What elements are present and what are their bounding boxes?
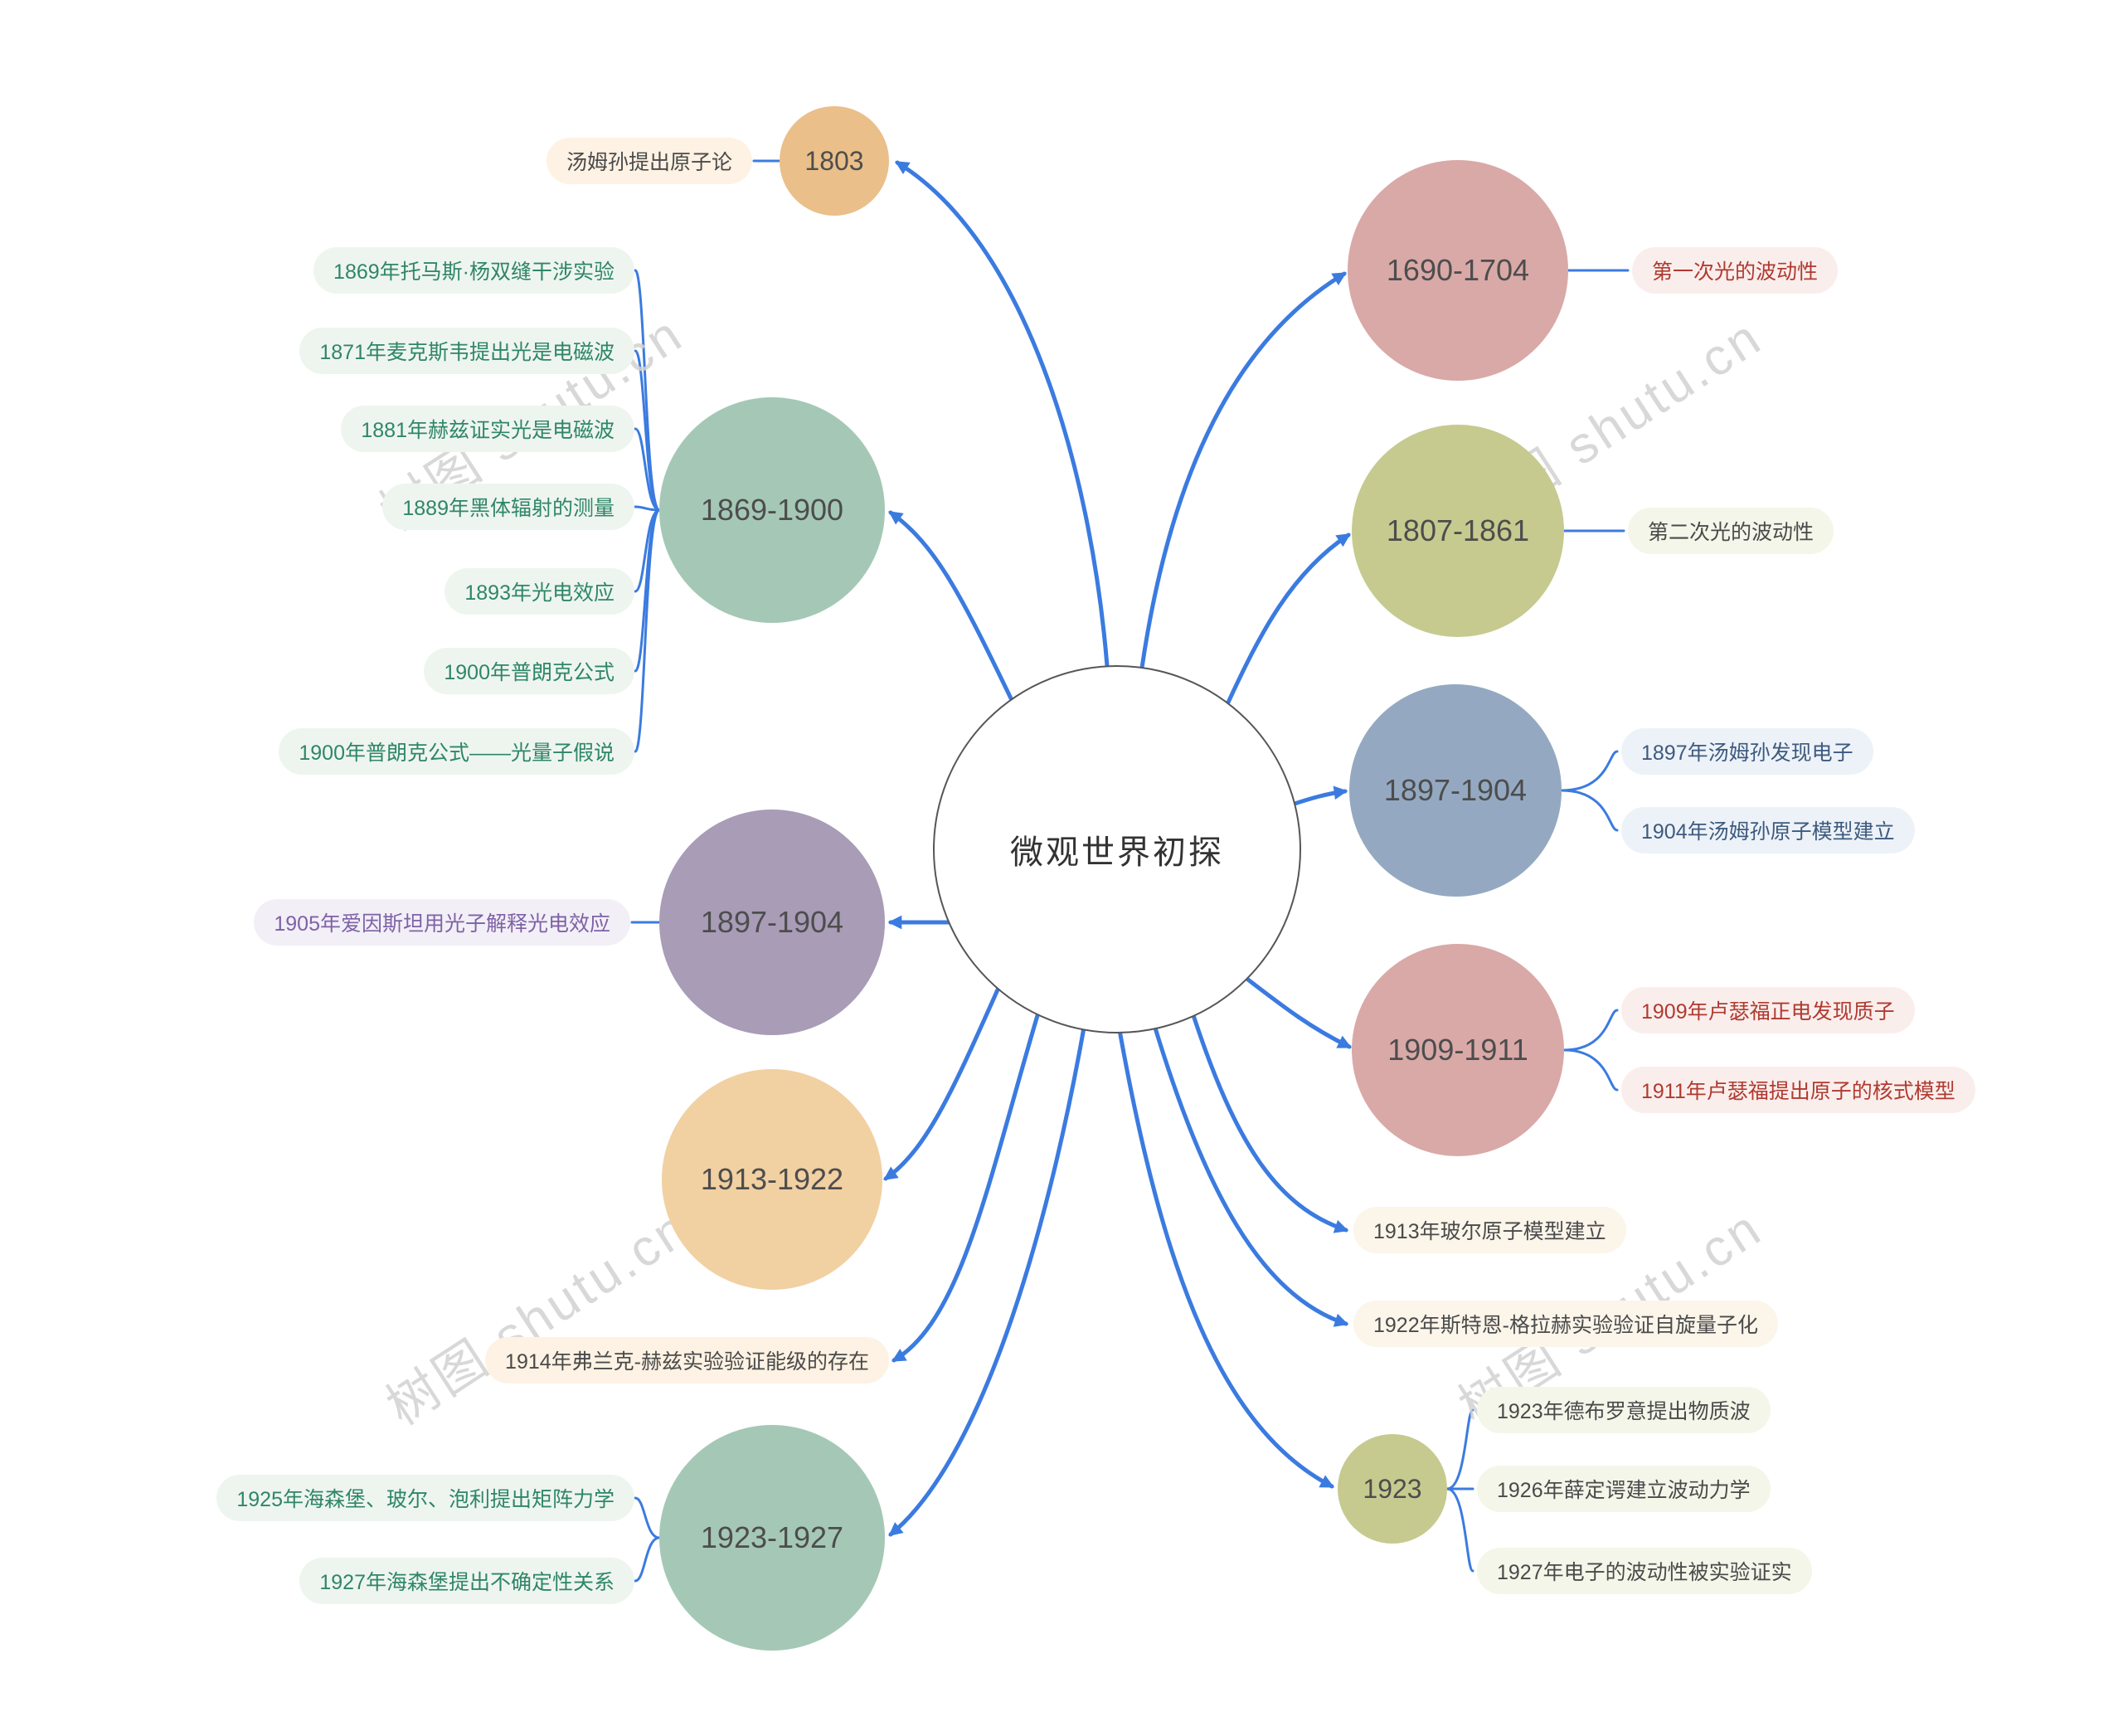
label-uncertainty-1927[interactable]: 1927年海森堡提出不确定性关系 xyxy=(299,1558,634,1604)
edge-1897R-child-model xyxy=(1560,789,1619,832)
central-topic[interactable]: 微观世界初探 xyxy=(933,665,1301,1033)
edge-center-to-1923 xyxy=(1117,1028,1334,1489)
edge-1869-child-hertz xyxy=(634,427,661,512)
label-franck-hertz-1914[interactable]: 1914年弗兰克-赫兹实验验证能级的存在 xyxy=(485,1337,889,1383)
label-photoelectric-1893[interactable]: 1893年光电效应 xyxy=(445,568,634,615)
node-1869-1900[interactable]: 1869-1900 xyxy=(659,397,885,623)
label-planck-light-quantum-1900[interactable]: 1900年普朗克公式——光量子假说 xyxy=(279,728,634,775)
node-1923-1927[interactable]: 1923-1927 xyxy=(659,1425,885,1651)
node-1923[interactable]: 1923 xyxy=(1338,1434,1447,1544)
label-hertz-1881[interactable]: 1881年赫兹证实光是电磁波 xyxy=(341,406,634,452)
edge-center-to-franck-hertz-1914 xyxy=(891,1010,1041,1363)
node-1897-1904-right[interactable]: 1897-1904 xyxy=(1349,684,1562,897)
label-rutherford-proton-1909[interactable]: 1909年卢瑟福正电发现质子 xyxy=(1621,987,1915,1033)
label-einstein-photon-1905[interactable]: 1905年爱因斯坦用光子解释光电效应 xyxy=(254,899,630,946)
label-matrix-mechanics-1925[interactable]: 1925年海森堡、玻尔、泡利提出矩阵力学 xyxy=(216,1475,634,1521)
edge-center-to-1869-1900 xyxy=(888,510,1013,701)
node-1690-1704[interactable]: 1690-1704 xyxy=(1348,160,1568,381)
label-second-wave-nature[interactable]: 第二次光的波动性 xyxy=(1628,508,1834,554)
node-1807-1861[interactable]: 1807-1861 xyxy=(1352,425,1564,637)
label-blackbody-1889[interactable]: 1889年黑体辐射的测量 xyxy=(382,484,634,530)
label-thomson-model-1904[interactable]: 1904年汤姆孙原子模型建立 xyxy=(1621,807,1915,853)
label-electron-discovery-1897[interactable]: 1897年汤姆孙发现电子 xyxy=(1621,728,1873,775)
node-1803[interactable]: 1803 xyxy=(780,106,889,216)
edge-1869-child-planck-quantum xyxy=(634,508,661,753)
edge-center-to-1897-1904-right xyxy=(1290,785,1348,807)
label-first-wave-nature[interactable]: 第一次光的波动性 xyxy=(1632,247,1839,294)
edge-1909-child-proton xyxy=(1562,1009,1619,1052)
edge-1897R-child-electron xyxy=(1560,750,1619,792)
edge-1923-child-electron-wave xyxy=(1445,1487,1474,1573)
label-electron-wave-confirmed-1927[interactable]: 1927年电子的波动性被实验证实 xyxy=(1477,1548,1812,1594)
edge-1869-child-maxwell xyxy=(634,349,661,512)
edge-1909-child-nuclear xyxy=(1562,1048,1619,1092)
edge-center-to-1913-1922 xyxy=(883,985,1001,1181)
edge-center-to-bohr-1913 xyxy=(1190,1010,1349,1233)
label-rutherford-nuclear-model-1911[interactable]: 1911年卢瑟福提出原子的核式模型 xyxy=(1621,1067,1975,1113)
label-schrodinger-wave-mechanics-1926[interactable]: 1926年薛定谔建立波动力学 xyxy=(1477,1466,1771,1512)
node-1909-1911[interactable]: 1909-1911 xyxy=(1352,944,1564,1156)
edge-center-to-1923-1927 xyxy=(888,1025,1086,1537)
edge-center-to-1909-1911 xyxy=(1242,975,1352,1049)
edge-1923-27-child-matrix xyxy=(634,1496,661,1539)
node-1897-1904-left[interactable]: 1897-1904 xyxy=(659,810,885,1035)
label-planck-formula-1900[interactable]: 1900年普朗克公式 xyxy=(424,648,634,694)
label-de-broglie-matter-wave-1923[interactable]: 1923年德布罗意提出物质波 xyxy=(1477,1387,1771,1433)
label-bohr-model-1913[interactable]: 1913年玻尔原子模型建立 xyxy=(1353,1207,1626,1253)
edge-1869-child-blackbody xyxy=(634,505,661,512)
label-stern-gerlach-1922[interactable]: 1922年斯特恩-格拉赫实验验证自旋量子化 xyxy=(1353,1301,1778,1347)
edge-center-to-stern-gerlach-1922 xyxy=(1152,1023,1349,1327)
edge-center-to-1807-1861 xyxy=(1225,532,1351,707)
edge-1923-27-child-uncertainty xyxy=(634,1536,661,1583)
node-1913-1922[interactable]: 1913-1922 xyxy=(662,1069,882,1290)
edge-center-to-1690-1704 xyxy=(1139,271,1347,670)
label-thomson-atom-theory[interactable]: 汤姆孙提出原子论 xyxy=(546,138,752,184)
edge-1923-child-matter-wave xyxy=(1445,1408,1474,1490)
label-young-double-slit-1869[interactable]: 1869年托马斯·杨双缝干涉实验 xyxy=(313,247,634,294)
label-maxwell-1871[interactable]: 1871年麦克斯韦提出光是电磁波 xyxy=(299,328,634,374)
edge-center-to-1803 xyxy=(895,160,1110,669)
